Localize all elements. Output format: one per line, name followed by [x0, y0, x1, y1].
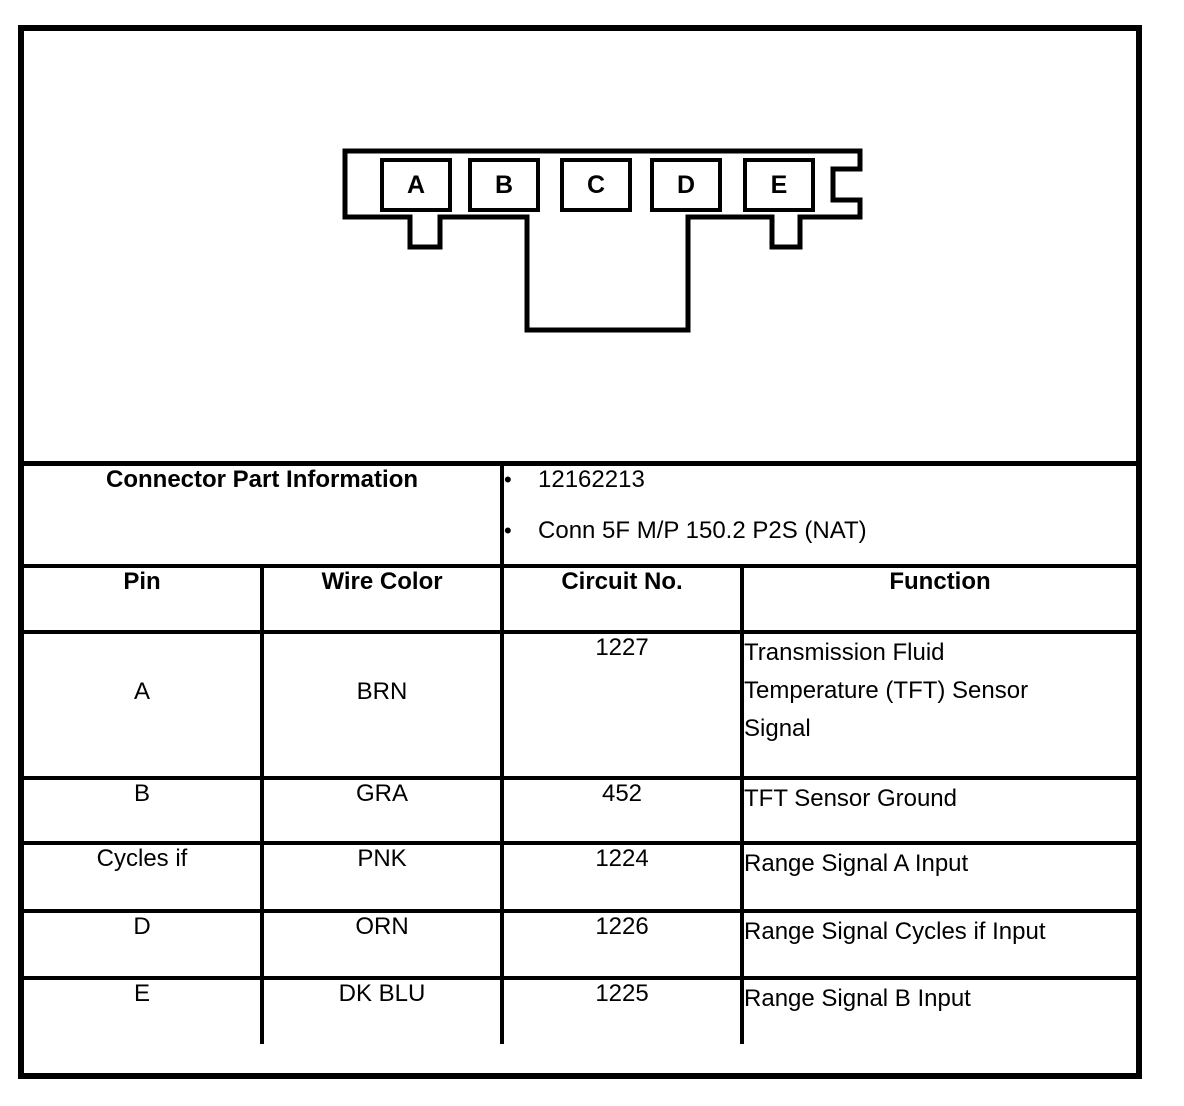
connector-pin-cavity-d: D	[650, 158, 722, 212]
cell-function: Range Signal A Input	[740, 841, 1137, 913]
table-row: B GRA 452 TFT Sensor Ground	[24, 776, 1137, 845]
cell-circuit-no: 1225	[500, 976, 745, 1044]
pin-label-e: E	[770, 170, 788, 199]
connector-pin-cavity-b: B	[468, 158, 540, 212]
pin-label-d: D	[676, 170, 696, 199]
part-number: 12162213	[538, 466, 645, 493]
cell-pin: B	[24, 776, 264, 845]
pinout-table-wrap: Connector Part Information • 12162213 • …	[24, 461, 1137, 1044]
cell-pin: A	[24, 630, 264, 780]
page-border-frame	[18, 25, 1142, 1079]
table-row: Cycles if PNK 1224 Range Signal A Input	[24, 841, 1137, 913]
connector-pin-cavity-e: E	[743, 158, 815, 212]
cell-circuit-no: 1227	[500, 630, 745, 780]
cell-function: Range Signal Cycles if Input	[740, 909, 1137, 980]
connector-body-outline	[342, 148, 863, 333]
part-info-title: Connector Part Information	[106, 466, 419, 493]
cell-wire-color: PNK	[259, 841, 505, 913]
part-info-row: Connector Part Information • 12162213 • …	[24, 466, 1137, 568]
header-row: Pin Wire Color Circuit No. Function	[24, 564, 1137, 634]
header-pin: Pin	[24, 564, 264, 634]
cell-function: Range Signal B Input	[740, 976, 1137, 1044]
cell-circuit-no: 1224	[500, 841, 745, 913]
part-info-title-cell: Connector Part Information	[24, 466, 505, 568]
cell-function: TFT Sensor Ground	[740, 776, 1137, 845]
connector-description: Conn 5F M/P 150.2 P2S (NAT)	[538, 517, 867, 544]
header-wire-color: Wire Color	[259, 564, 505, 634]
connector-pin-cavity-a: A	[380, 158, 452, 212]
table-row: A BRN 1227 Transmission Fluid Temperatur…	[24, 630, 1137, 780]
cell-circuit-no: 1226	[500, 909, 745, 980]
pin-label-c: C	[586, 170, 606, 199]
part-info-item: • Conn 5F M/P 150.2 P2S (NAT)	[504, 517, 1136, 545]
header-function: Function	[740, 564, 1137, 634]
part-info-item: • 12162213	[504, 466, 1136, 494]
bullet-icon: •	[504, 467, 512, 492]
header-circuit-no: Circuit No.	[500, 564, 745, 634]
cell-wire-color: BRN	[259, 630, 505, 780]
table-row: E DK BLU 1225 Range Signal B Input	[24, 976, 1137, 1044]
pin-label-a: A	[406, 170, 426, 199]
cell-wire-color: GRA	[259, 776, 505, 845]
cell-function: Transmission Fluid Temperature (TFT) Sen…	[740, 630, 1137, 780]
cell-pin: E	[24, 976, 264, 1044]
connector-pin-cavity-c: C	[560, 158, 632, 212]
bullet-icon: •	[504, 518, 512, 543]
cell-circuit-no: 452	[500, 776, 745, 845]
cell-pin: D	[24, 909, 264, 980]
cell-wire-color: ORN	[259, 909, 505, 980]
table-row: D ORN 1226 Range Signal Cycles if Input	[24, 909, 1137, 980]
pin-label-b: B	[494, 170, 514, 199]
part-info-items-cell: • 12162213 • Conn 5F M/P 150.2 P2S (NAT)	[500, 466, 1137, 568]
pinout-table: Connector Part Information • 12162213 • …	[24, 466, 1137, 1044]
cell-wire-color: DK BLU	[259, 976, 505, 1044]
cell-pin: Cycles if	[24, 841, 264, 913]
